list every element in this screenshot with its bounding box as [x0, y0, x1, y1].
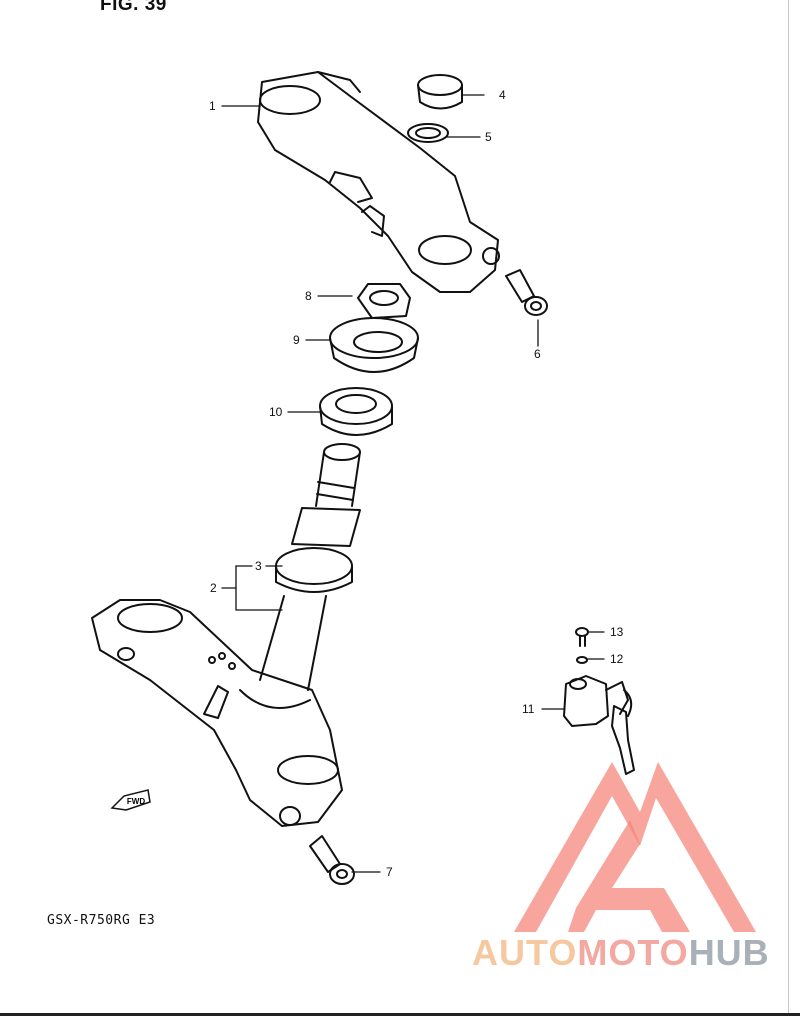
callout-4: 4 — [499, 88, 506, 102]
callout-9: 9 — [293, 333, 300, 347]
callout-1: 1 — [209, 99, 216, 113]
fwd-label: FWD — [127, 797, 145, 806]
callout-13: 13 — [610, 625, 624, 639]
callout-6: 6 — [534, 347, 541, 361]
lower-bolt — [309, 835, 355, 885]
callout-2: 2 — [210, 581, 217, 595]
leader-lines — [221, 94, 605, 873]
stem-cap — [417, 74, 463, 110]
watermark-brand: AUTOMOTOHUB — [472, 932, 770, 974]
callout-3: 3 — [255, 559, 262, 573]
watermark-hub: HUB — [688, 932, 770, 973]
watermark-logo-icon — [514, 762, 756, 932]
upper-bracket — [257, 71, 500, 293]
watermark-moto: MOTO — [577, 932, 689, 973]
washer — [407, 123, 449, 143]
callout-12: 12 — [610, 652, 624, 666]
steering-lock — [563, 675, 635, 775]
lock-washer — [576, 656, 588, 664]
lock-screw — [575, 627, 589, 647]
callout-7: 7 — [386, 865, 393, 879]
model-label: GSX-R750RG E3 — [47, 913, 156, 928]
fwd-arrow-icon: FWD — [110, 789, 151, 811]
watermark-auto: AUTO — [472, 932, 578, 973]
bottom-border — [0, 1013, 800, 1016]
callout-5: 5 — [485, 130, 492, 144]
callout-8: 8 — [305, 289, 312, 303]
lower-bracket-stem — [91, 443, 361, 827]
upper-bearing — [329, 317, 419, 373]
callout-11: 11 — [522, 702, 535, 716]
figure-title: FIG. 39 — [100, 0, 167, 15]
callout-10: 10 — [269, 405, 283, 419]
upper-bolt — [505, 269, 548, 316]
stem-nut — [357, 283, 411, 319]
lower-bearing — [319, 387, 393, 436]
scan-edge — [788, 0, 789, 1016]
